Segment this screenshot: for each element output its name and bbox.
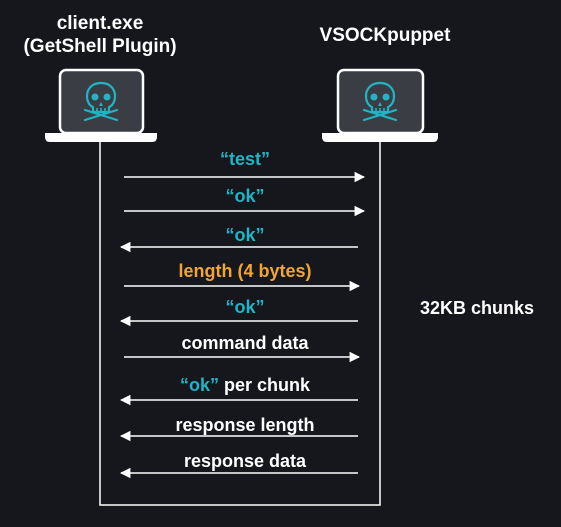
message-label: “ok” bbox=[225, 297, 265, 317]
message-label: “ok” bbox=[225, 186, 265, 206]
puppet-title: VSOCKpuppet bbox=[319, 25, 451, 46]
message-label-quoted: “ok” bbox=[179, 375, 219, 395]
message-label: “test” bbox=[219, 149, 270, 169]
message-label: command data bbox=[181, 333, 309, 353]
message-label: “ok” bbox=[225, 225, 265, 245]
message-label: response length bbox=[175, 415, 315, 435]
message-label: length (4 bytes) bbox=[178, 261, 312, 281]
chunk-size-note: 32KB chunks bbox=[420, 298, 535, 318]
message-label: response data bbox=[183, 451, 307, 471]
client-title-line1: client.exe bbox=[56, 13, 144, 34]
message-label: “ok” per chunk bbox=[120, 374, 370, 396]
client-title: client.exe (GetShell Plugin) bbox=[0, 12, 200, 58]
client-laptop-icon bbox=[45, 68, 157, 142]
puppet-laptop-icon bbox=[322, 68, 438, 142]
message-label-rest: per chunk bbox=[218, 375, 311, 395]
lifeline-frame bbox=[99, 142, 381, 506]
client-title-line2: (GetShell Plugin) bbox=[23, 36, 177, 57]
